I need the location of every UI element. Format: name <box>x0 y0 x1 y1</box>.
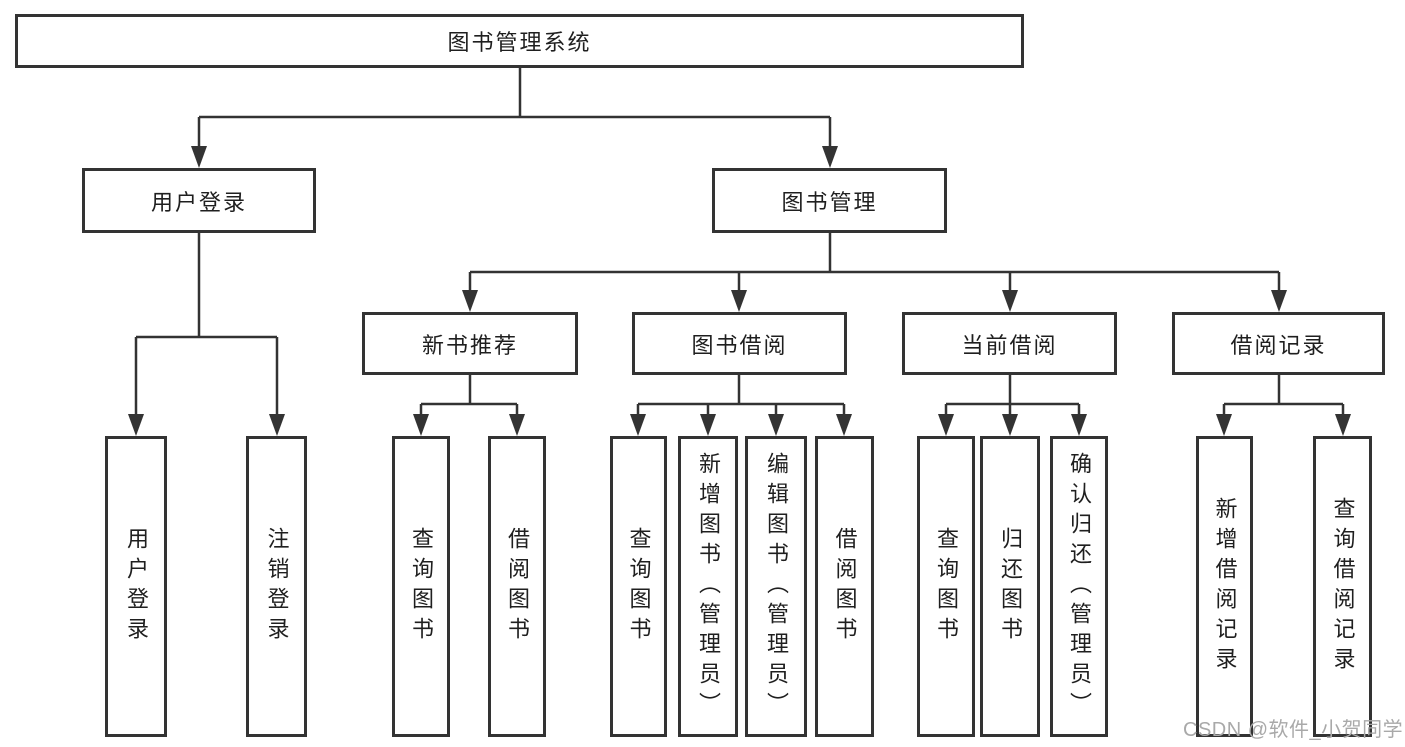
leaf-user-login-label: 用户登录 <box>124 526 149 647</box>
node-book-management-label: 图书管理 <box>781 189 878 215</box>
leaf-newbook-query-books-label: 查询图书 <box>409 526 434 647</box>
connector-new-book-children <box>419 375 519 426</box>
connector-book-management-children <box>468 233 1281 302</box>
leaf-newbook-borrow-books-label: 借阅图书 <box>505 526 530 647</box>
leaf-user-login: 用户登录 <box>105 436 167 737</box>
node-new-book-recommendation: 新书推荐 <box>362 312 578 375</box>
leaf-current-confirm-return: 确认归还（管理员） <box>1050 436 1108 737</box>
leaf-borrow-add-books-label: 新增图书（管理员） <box>696 451 721 722</box>
leaf-records-query-record: 查询借阅记录 <box>1313 436 1372 737</box>
leaf-borrow-query-books-label: 查询图书 <box>626 526 652 647</box>
leaf-current-return-books: 归还图书 <box>980 436 1040 737</box>
node-user-login-label: 用户登录 <box>150 189 247 215</box>
leaf-current-query-books: 查询图书 <box>917 436 975 737</box>
connector-borrow-records-children <box>1222 375 1345 426</box>
leaf-newbook-borrow-books: 借阅图书 <box>488 436 546 737</box>
node-borrowing-records-label: 借阅记录 <box>1230 332 1327 358</box>
leaf-borrow-query-books: 查询图书 <box>610 436 667 737</box>
node-book-management: 图书管理 <box>712 168 947 233</box>
leaf-logout: 注销登录 <box>246 436 307 737</box>
leaf-records-query-record-label: 查询借阅记录 <box>1330 496 1356 677</box>
leaf-borrow-add-books: 新增图书（管理员） <box>678 436 738 737</box>
node-current-borrowing: 当前借阅 <box>902 312 1117 375</box>
connector-book-borrow-children <box>636 375 846 426</box>
connector-root-to-level2 <box>197 66 832 158</box>
node-root: 图书管理系统 <box>15 14 1024 68</box>
node-book-borrowing: 图书借阅 <box>632 312 847 375</box>
leaf-newbook-query-books: 查询图书 <box>392 436 450 737</box>
watermark: CSDN @软件_小贺同学 <box>1183 719 1404 741</box>
leaf-borrow-borrow-books-label: 借阅图书 <box>832 526 858 647</box>
leaf-current-return-books-label: 归还图书 <box>998 526 1023 647</box>
node-root-label: 图书管理系统 <box>447 30 592 55</box>
connector-user-login-children <box>134 233 279 426</box>
node-user-login: 用户登录 <box>82 168 316 233</box>
node-borrowing-records: 借阅记录 <box>1172 312 1385 375</box>
node-current-borrowing-label: 当前借阅 <box>961 332 1058 358</box>
leaf-records-add-record: 新增借阅记录 <box>1196 436 1253 737</box>
leaf-records-add-record-label: 新增借阅记录 <box>1212 496 1238 677</box>
node-book-borrowing-label: 图书借阅 <box>691 332 788 358</box>
leaf-logout-label: 注销登录 <box>264 526 290 647</box>
node-new-book-recommendation-label: 新书推荐 <box>421 332 518 358</box>
leaf-borrow-borrow-books: 借阅图书 <box>815 436 874 737</box>
leaf-borrow-edit-books: 编辑图书（管理员） <box>745 436 807 737</box>
leaf-current-query-books-label: 查询图书 <box>934 526 959 647</box>
leaf-borrow-edit-books-label: 编辑图书（管理员） <box>764 451 789 722</box>
leaf-current-confirm-return-label: 确认归还（管理员） <box>1067 451 1092 722</box>
arrowheads <box>128 146 1351 436</box>
